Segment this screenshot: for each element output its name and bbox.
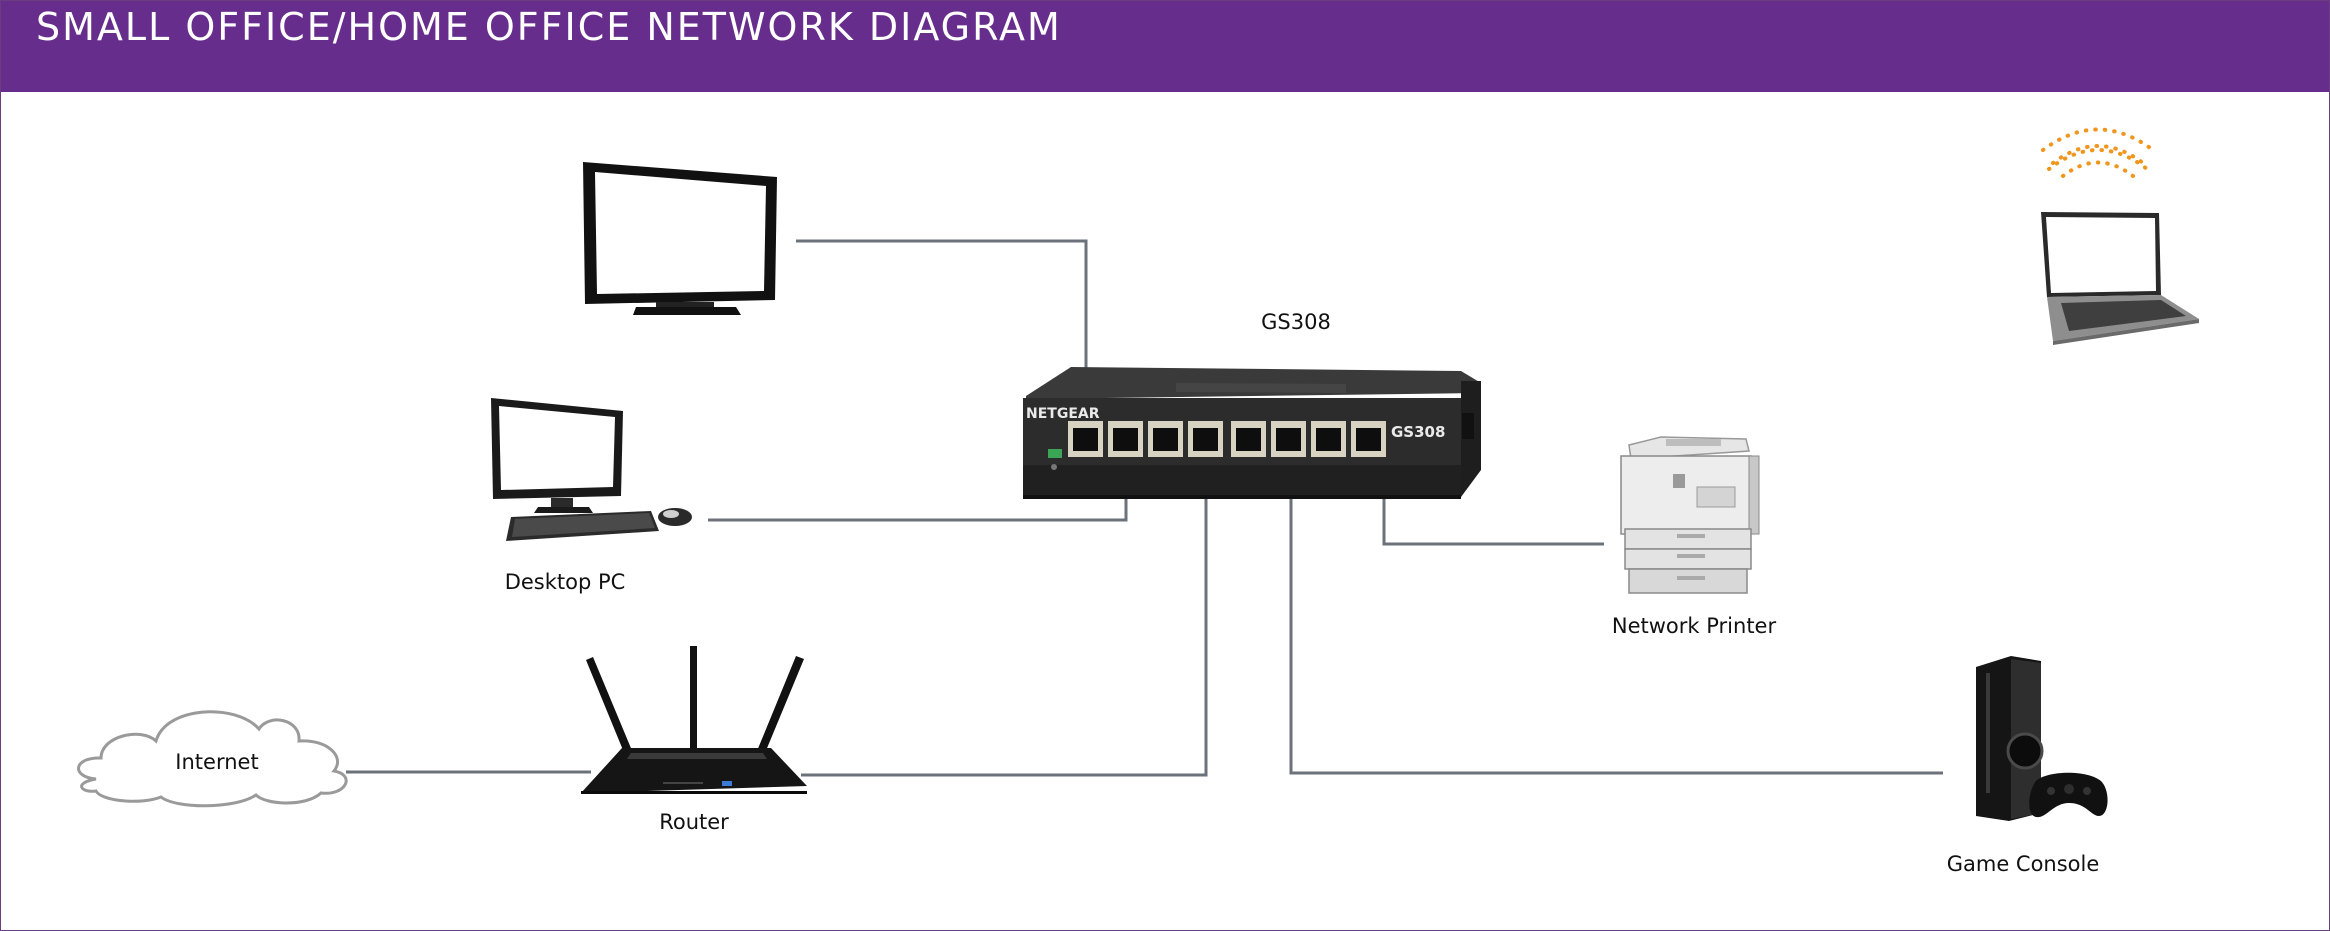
laptop-icon	[2041, 212, 2199, 345]
cloud-icon	[77, 710, 348, 808]
switch-model-label: GS308	[1261, 310, 1331, 334]
switch-icon: NETGEAR GS308	[1023, 367, 1481, 499]
desktop-pc-icon	[491, 398, 692, 541]
switch-brand: NETGEAR	[1026, 406, 1100, 422]
desktop-pc-label: Desktop PC	[505, 570, 626, 594]
router-icon	[581, 646, 807, 794]
tv-icon	[583, 162, 777, 315]
page-title: SMALL OFFICE/HOME OFFICE NETWORK DIAGRAM	[36, 5, 1062, 49]
printer-label: Network Printer	[1612, 614, 1777, 638]
cable-console-switch	[1289, 462, 1943, 775]
switch-ports	[1068, 421, 1386, 457]
switch-panel-model: GS308	[1391, 423, 1445, 441]
cables	[346, 239, 1943, 777]
internet-label: Internet	[175, 750, 258, 774]
wifi-icon	[2041, 127, 2155, 178]
title-banner: SMALL OFFICE/HOME OFFICE NETWORK DIAGRAM	[1, 1, 2329, 92]
cable-router-switch	[801, 462, 1208, 777]
printer-icon	[1620, 436, 1760, 594]
game-console-icon	[1976, 656, 2108, 821]
router-label: Router	[659, 810, 729, 834]
game-console-label: Game Console	[1947, 852, 2100, 876]
